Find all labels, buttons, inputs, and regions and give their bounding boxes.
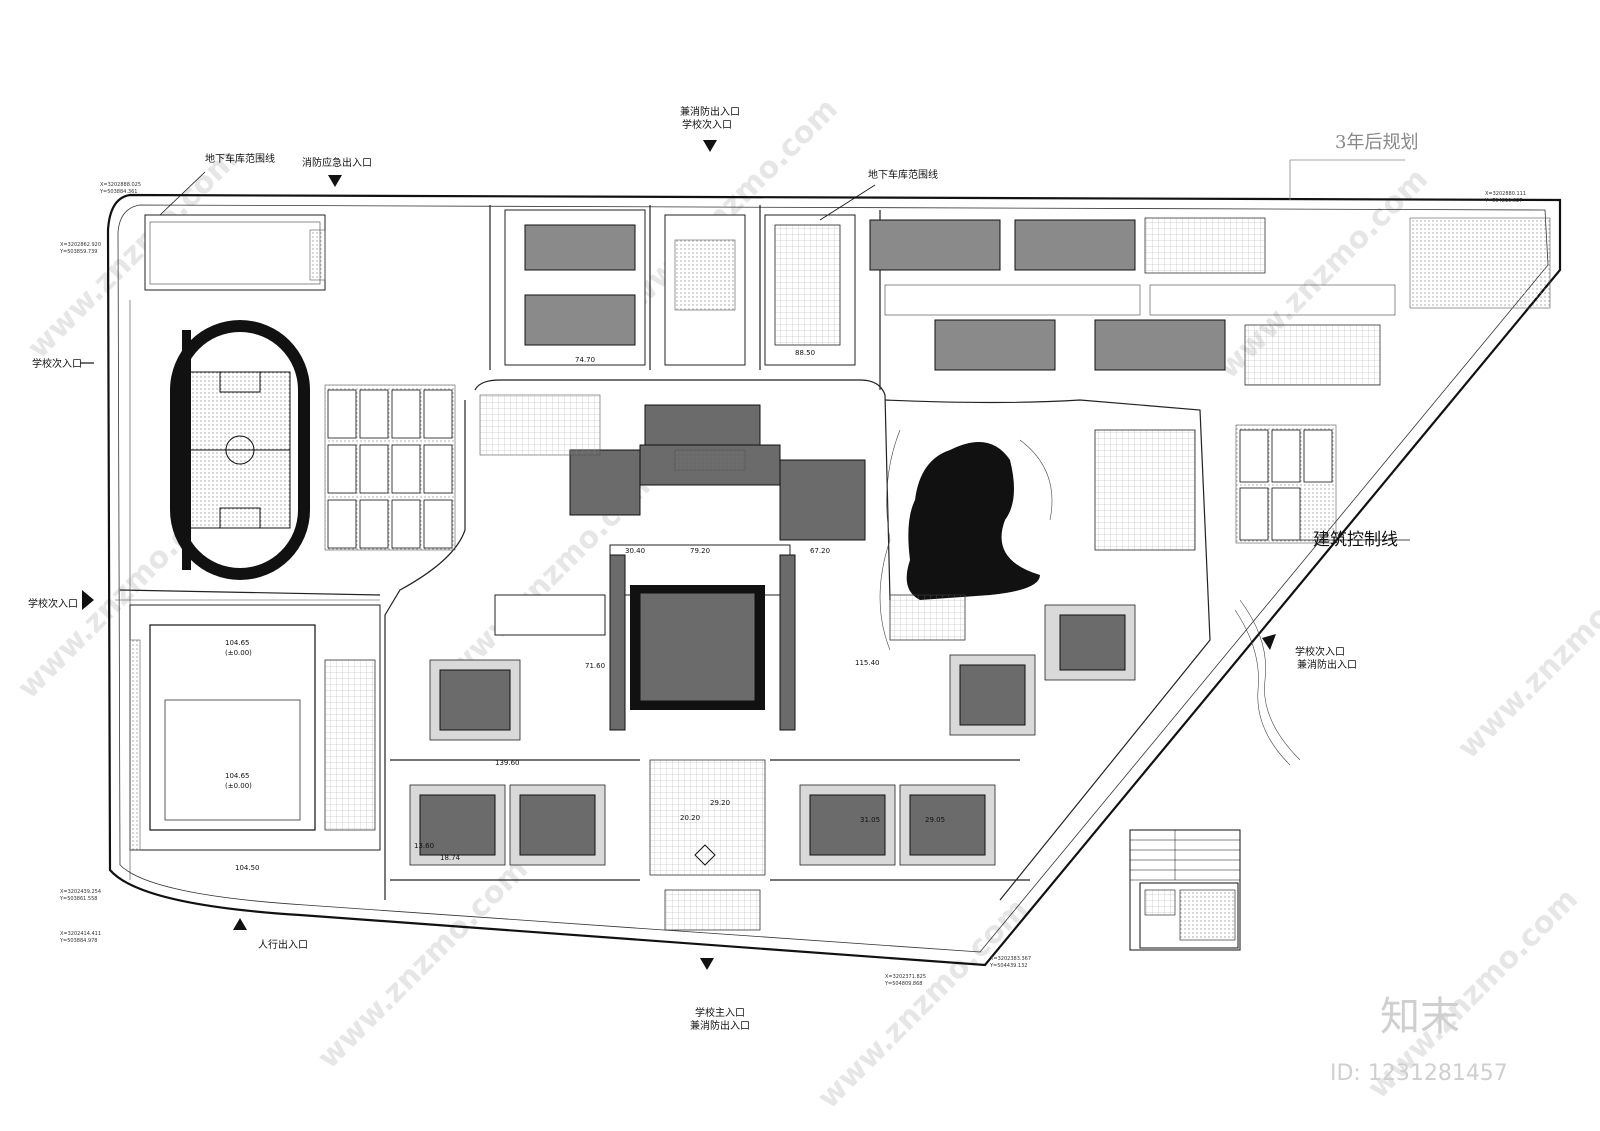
stream bbox=[1234, 599, 1301, 766]
east-buildings bbox=[949, 429, 1196, 736]
label-main-entry: 学校主入口 bbox=[695, 1006, 745, 1019]
coord-2a: X=3202862.920 bbox=[60, 242, 101, 248]
watermark-6: www.znzmo.com bbox=[1451, 542, 1600, 766]
label-pedestrian: 人行出入口 bbox=[258, 938, 308, 951]
label-school-secondary-left: 学校次入口 bbox=[32, 357, 82, 370]
label-school-secondary-right: 学校次入口 bbox=[1295, 645, 1345, 658]
dim-d2: 88.50 bbox=[795, 349, 815, 357]
left-entry-arrow-2 bbox=[82, 590, 94, 610]
label-fire-emergency: 消防应急出入口 bbox=[302, 156, 372, 169]
label-school-secondary-left2: 学校次入口 bbox=[28, 597, 78, 610]
right-entry-arrow bbox=[1262, 634, 1276, 650]
dim-d12: (±0.00) bbox=[225, 649, 252, 657]
dim-d3: 30.40 bbox=[625, 547, 645, 555]
garage-leader-mid bbox=[819, 184, 876, 221]
top-left-block bbox=[144, 214, 326, 291]
top-entry-arrow bbox=[703, 140, 717, 152]
dim-d13: 104.65 bbox=[225, 772, 250, 780]
dim-d18: 31.05 bbox=[860, 816, 880, 824]
lake: 115.40 bbox=[855, 429, 1053, 667]
coord-6a: X=3202371.825 bbox=[885, 974, 926, 980]
coordinate-notes: X=3202888.025 Y=503884.361 X=3202862.920… bbox=[59, 182, 1526, 987]
site-boundary bbox=[106, 193, 1562, 967]
dim-d19: 104.50 bbox=[235, 864, 260, 872]
image-id: ID: 1231281457 bbox=[1330, 1061, 1508, 1086]
coord-3a: X=3202880.111 bbox=[1485, 191, 1526, 197]
dim-d9: 20.20 bbox=[680, 814, 700, 822]
label-garage-line-left: 地下车库范围线 bbox=[205, 152, 275, 165]
coord-1a: X=3202888.025 bbox=[100, 182, 141, 188]
coord-4a: X=3202439.254 bbox=[60, 889, 101, 895]
central-complex: 30.40 79.20 67.20 71.60 bbox=[479, 394, 866, 731]
coord-1b: Y=503884.361 bbox=[99, 189, 137, 195]
coord-7b: Y=504439.132 bbox=[989, 963, 1027, 969]
legend-table bbox=[1129, 829, 1241, 951]
entrance-labels: 兼消防出入口 学校次入口 地下车库范围线 消防应急出入口 地下车库范围线 3年后… bbox=[28, 105, 1418, 1032]
label-fire-upper: 兼消防出入口 bbox=[680, 105, 740, 118]
coord-5a: X=3202414.411 bbox=[60, 931, 101, 937]
dim-d4: 79.20 bbox=[690, 547, 710, 555]
dim-d15: 13.60 bbox=[414, 842, 434, 850]
north-buildings: 74.70 88.50 bbox=[504, 209, 1551, 386]
brand-logo: 知末 bbox=[1380, 994, 1460, 1040]
gymnasium-block: 104.65 (±0.00) 104.65 (±0.00) 104.50 bbox=[129, 604, 381, 872]
dim-d5: 67.20 bbox=[810, 547, 830, 555]
label-school-secondary-top: 学校次入口 bbox=[682, 118, 732, 131]
entrance-markers[interactable] bbox=[80, 140, 1276, 970]
dim-d6: 115.40 bbox=[855, 659, 880, 667]
dim-d16: 18.74 bbox=[440, 854, 461, 862]
future-plan-leader bbox=[1289, 159, 1405, 200]
dim-d1: 74.70 bbox=[575, 356, 595, 364]
label-fire-bottom: 兼消防出入口 bbox=[690, 1019, 750, 1032]
dim-d7: 71.60 bbox=[585, 662, 605, 670]
label-future-plan: 3年后规划 bbox=[1335, 132, 1418, 153]
main-entry-arrow bbox=[700, 958, 714, 970]
dim-d10: 29.20 bbox=[710, 799, 730, 807]
coord-7a: X=3202383.367 bbox=[990, 956, 1031, 962]
label-garage-line-mid: 地下车库范围线 bbox=[868, 168, 938, 181]
coord-6b: Y=504809.868 bbox=[884, 981, 922, 987]
pedestrian-arrow bbox=[233, 918, 247, 930]
label-building-control: 建筑控制线 bbox=[1313, 530, 1398, 550]
label-fire-right: 兼消防出入口 bbox=[1297, 658, 1357, 671]
coord-2b: Y=503859.739 bbox=[59, 249, 97, 255]
watermark-8: www.znzmo.com bbox=[811, 892, 1035, 1116]
dim-d11: 104.65 bbox=[225, 639, 250, 647]
watermark-7: www.znzmo.com bbox=[311, 852, 535, 1076]
coord-5b: Y=503884.978 bbox=[59, 938, 97, 944]
basketball-courts-left bbox=[324, 384, 456, 551]
basketball-courts-right bbox=[1235, 424, 1337, 544]
garage-leader-left bbox=[159, 171, 206, 216]
south-blocks: 139.60 20.20 29.20 13.60 18.74 29.05 31.… bbox=[409, 659, 996, 931]
coord-4b: Y=503861.558 bbox=[59, 896, 97, 902]
dim-d14: (±0.00) bbox=[225, 782, 252, 790]
dim-d8: 139.60 bbox=[495, 759, 520, 767]
coord-3b: Y=504810.627 bbox=[1484, 198, 1522, 204]
running-track bbox=[170, 320, 310, 580]
fire-emergency-arrow bbox=[328, 175, 342, 187]
dim-d17: 29.05 bbox=[925, 816, 945, 824]
